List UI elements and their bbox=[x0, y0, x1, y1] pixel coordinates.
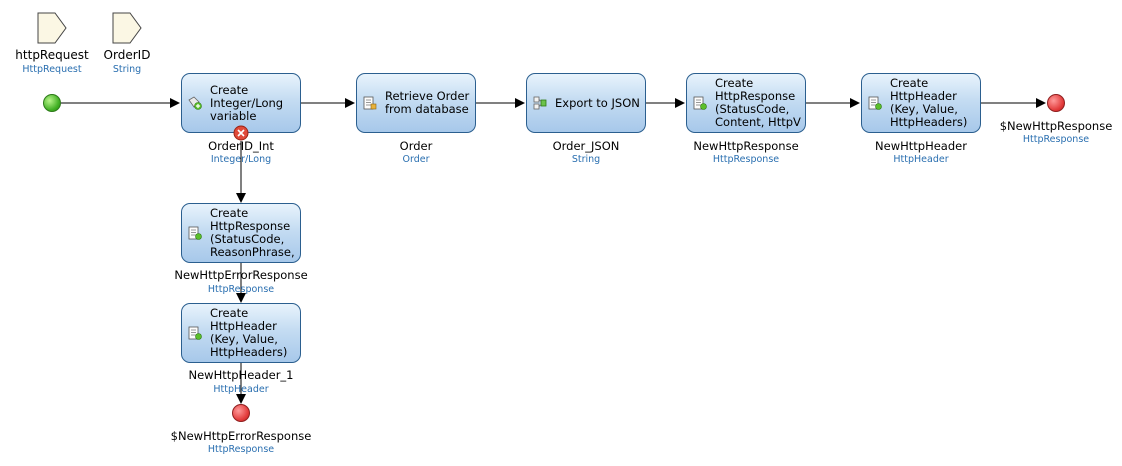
activity-label: Create HttpResponse (StatusCode, ReasonP… bbox=[210, 206, 295, 259]
parameter-type: HttpRequest bbox=[22, 64, 82, 75]
activity-create-http-header[interactable]: Create HttpHeader (Key, Value, HttpHeade… bbox=[861, 73, 981, 133]
output-variable-type: HttpResponse bbox=[207, 284, 275, 295]
activity-create-http-response[interactable]: Create HttpResponse (StatusCode, Content… bbox=[686, 73, 806, 133]
parameter-type: String bbox=[112, 64, 142, 75]
activity-label: Create HttpHeader (Key, Value, HttpHeade… bbox=[210, 306, 288, 359]
output-variable-type: Integer/Long bbox=[210, 154, 272, 165]
parameter-OrderID[interactable]: OrderID String bbox=[92, 12, 162, 78]
start-event[interactable] bbox=[43, 94, 61, 112]
end-event-return-value: $NewHttpResponse bbox=[999, 119, 1113, 133]
create-variable-icon bbox=[188, 96, 202, 110]
output-variable-name: NewHttpHeader bbox=[875, 139, 967, 153]
parameter-name: OrderID bbox=[103, 48, 151, 62]
output-variable-type: Order bbox=[402, 154, 430, 165]
output-variable-name: Order bbox=[399, 139, 433, 153]
activity-retrieve-order[interactable]: Retrieve Order from database bbox=[356, 73, 476, 133]
activity-label: Create Integer/Long variable bbox=[210, 82, 284, 123]
activity-create-http-error-header[interactable]: Create HttpHeader (Key, Value, HttpHeade… bbox=[181, 303, 301, 363]
parameter-httpRequest[interactable]: httpRequest HttpRequest bbox=[12, 12, 92, 78]
end-event-return-value: $NewHttpErrorResponse bbox=[170, 429, 312, 443]
output-variable-name: Order_JSON bbox=[552, 139, 620, 153]
output-variable-type: String bbox=[571, 154, 601, 165]
activity-export-to-json[interactable]: Export to JSON bbox=[526, 73, 646, 133]
end-event-success[interactable] bbox=[1047, 94, 1065, 112]
parameter-icon bbox=[37, 12, 67, 44]
activity-create-integer-variable[interactable]: Create Integer/Long variable bbox=[181, 73, 301, 133]
output-variable-type: HttpHeader bbox=[893, 154, 949, 165]
end-event-return-type: HttpResponse bbox=[207, 444, 275, 455]
output-variable-type: HttpHeader bbox=[213, 384, 269, 395]
activity-label: Retrieve Order from database bbox=[385, 89, 470, 116]
create-object-icon bbox=[868, 96, 882, 110]
error-handler-icon[interactable] bbox=[233, 125, 249, 141]
parameter-name: httpRequest bbox=[15, 48, 89, 62]
end-event-return-type: HttpResponse bbox=[1022, 134, 1090, 145]
end-event-error[interactable] bbox=[232, 404, 250, 422]
output-variable-name: NewHttpErrorResponse bbox=[174, 268, 308, 282]
parameter-icon bbox=[112, 12, 142, 44]
activity-create-http-error-response[interactable]: Create HttpResponse (StatusCode, ReasonP… bbox=[181, 203, 301, 263]
output-variable-name: NewHttpHeader_1 bbox=[188, 368, 294, 382]
output-variable-name: NewHttpResponse bbox=[693, 139, 799, 153]
retrieve-object-icon bbox=[363, 96, 377, 110]
activity-label: Create HttpResponse (StatusCode, Content… bbox=[715, 76, 801, 129]
output-variable-name: OrderID_Int bbox=[208, 139, 274, 153]
export-mapping-icon bbox=[533, 96, 547, 110]
output-variable-type: HttpResponse bbox=[712, 154, 780, 165]
activity-label: Export to JSON bbox=[555, 95, 640, 110]
create-object-icon bbox=[693, 96, 707, 110]
create-object-icon bbox=[188, 226, 202, 240]
activity-label: Create HttpHeader (Key, Value, HttpHeade… bbox=[890, 76, 968, 129]
create-object-icon bbox=[188, 326, 202, 340]
